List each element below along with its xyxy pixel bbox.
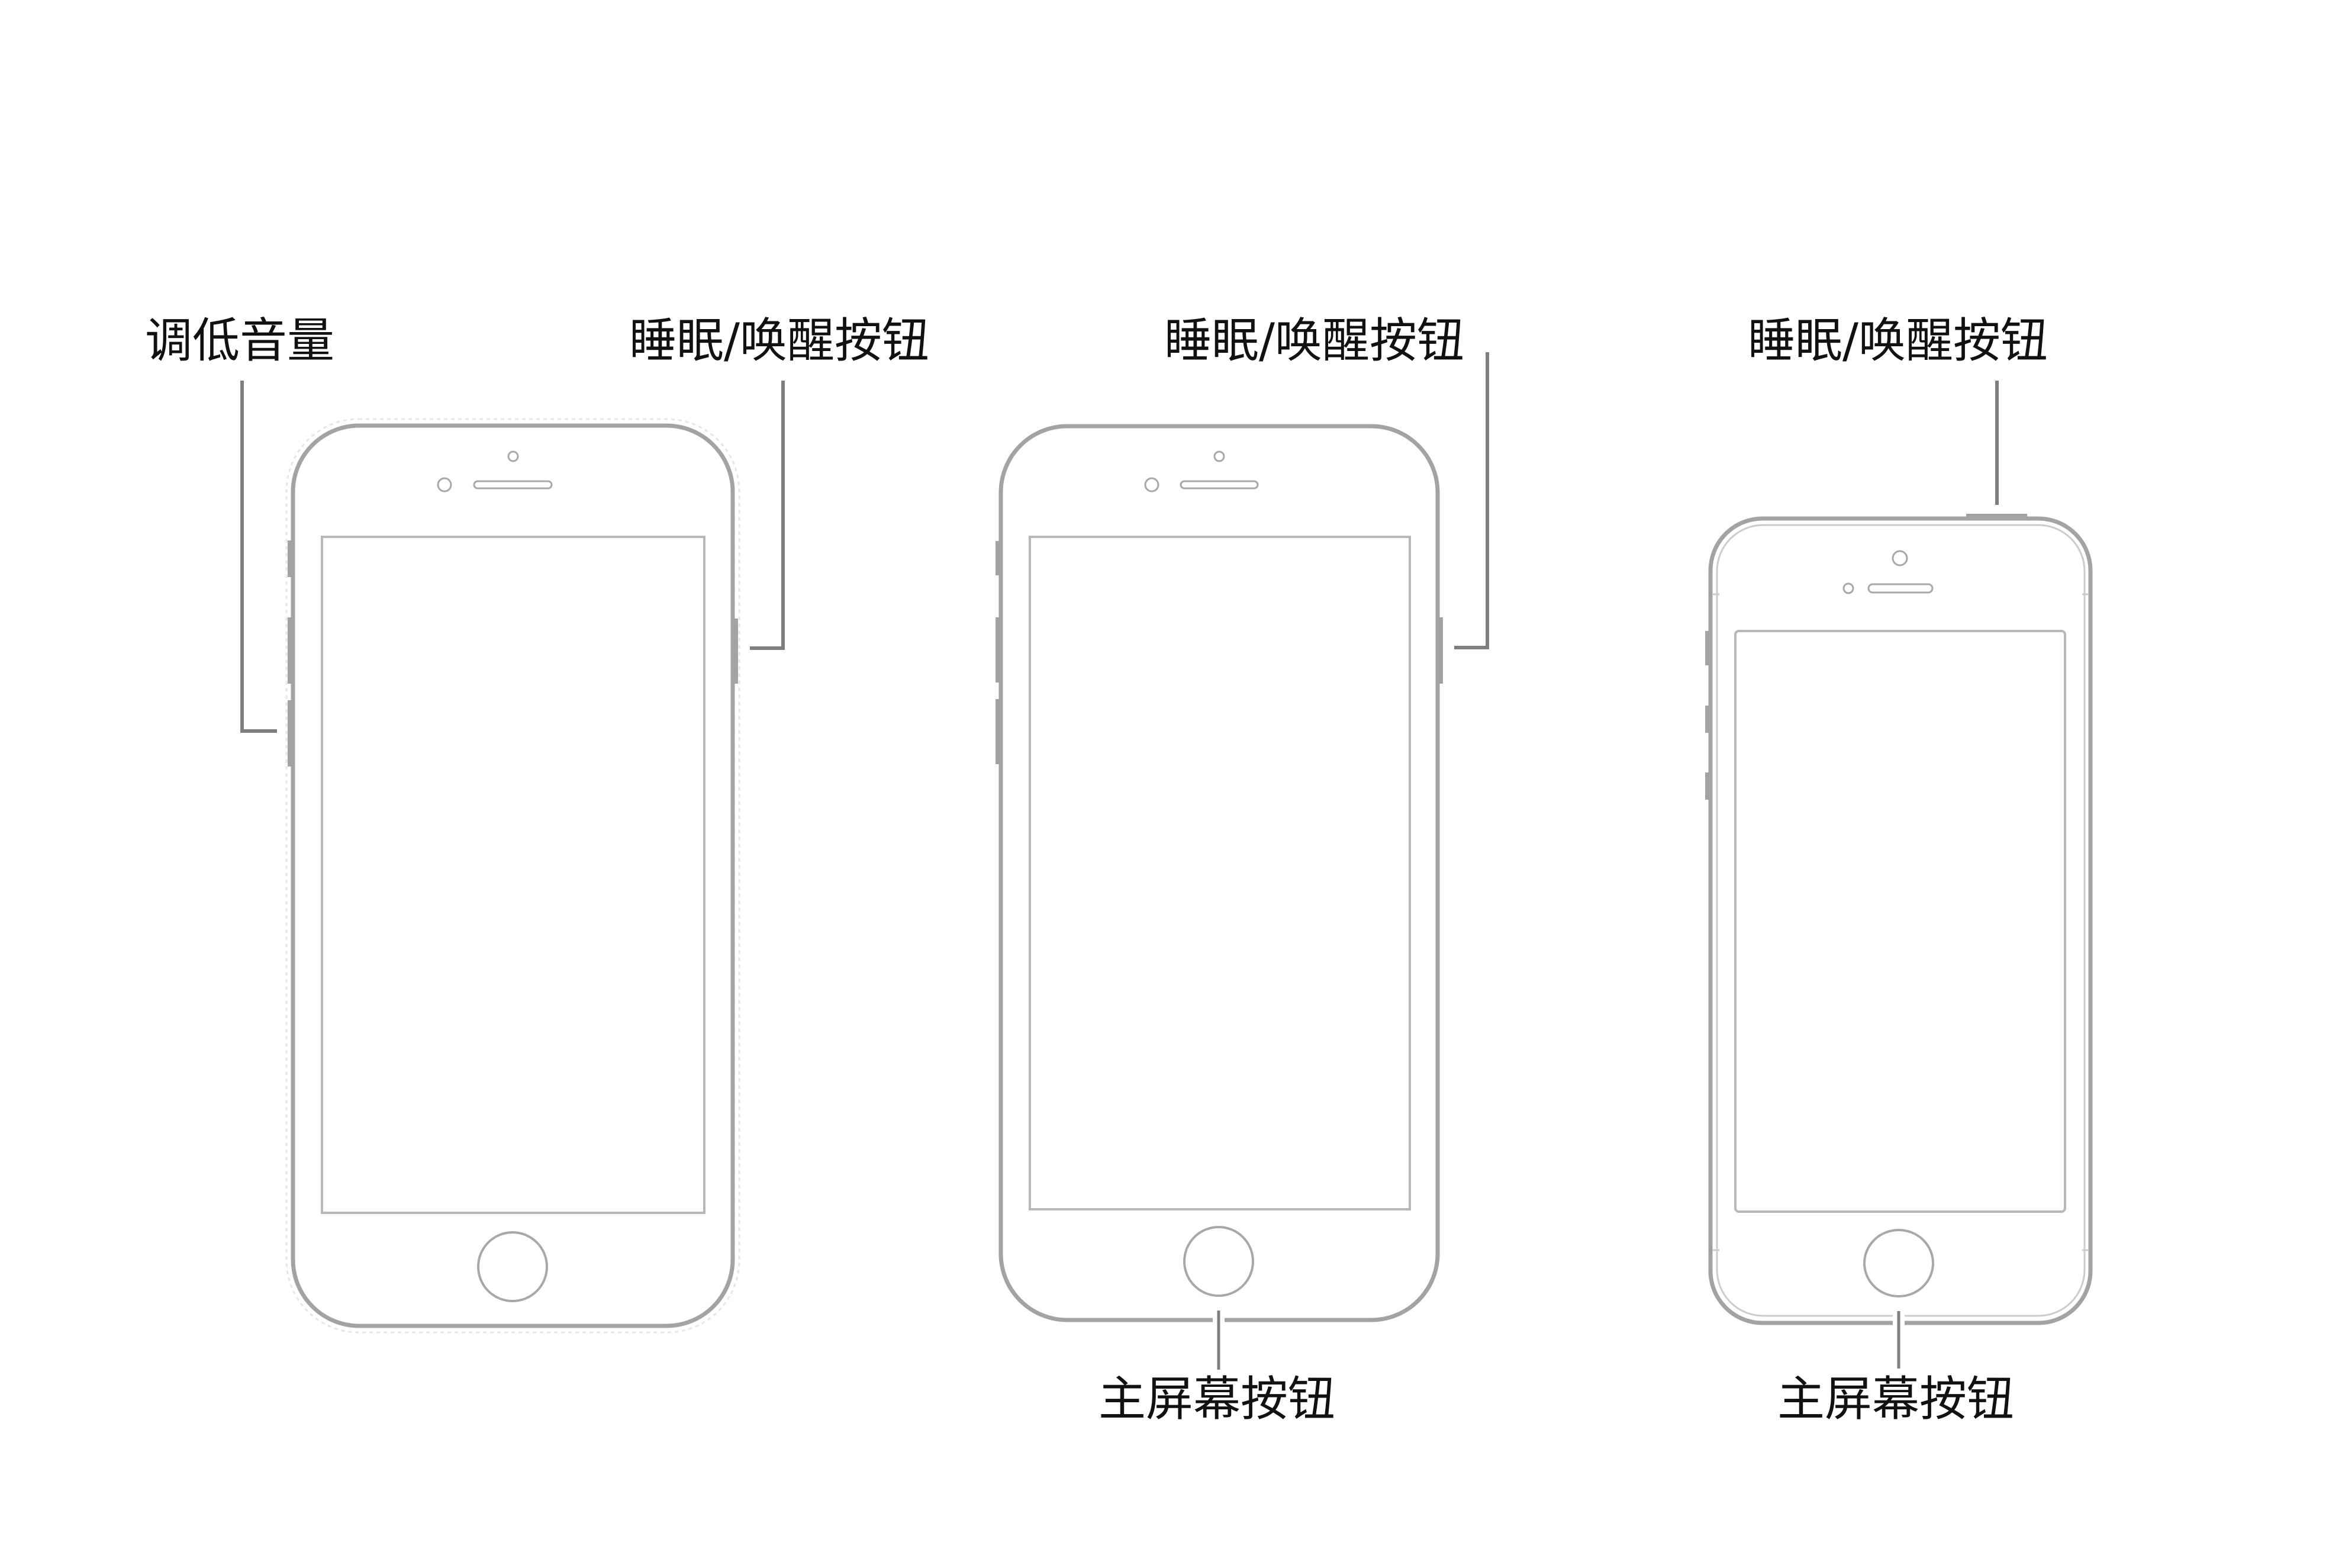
phone-3 — [1705, 514, 2093, 1325]
phone-1-faint-outline — [285, 418, 740, 1334]
phone-2 — [996, 424, 1443, 1322]
phone-1 — [285, 418, 740, 1334]
phone-1-earpiece-speaker — [473, 480, 553, 490]
phone-3-home-button — [1863, 1229, 1934, 1297]
phone-3-mute-switch — [1705, 631, 1710, 665]
phone-2-earpiece-speaker — [1180, 480, 1259, 490]
phone-2-screen — [1029, 536, 1411, 1210]
label-volume-down: 调低音量 — [145, 313, 334, 368]
phone-2-home-button — [1183, 1226, 1254, 1297]
label-phone-2-sleep-wake: 睡眠/唤醒按钮 — [1164, 313, 1464, 368]
phone-1-sleep-wake-leader-line — [750, 381, 785, 650]
phone-3-sensor-dot — [1842, 582, 1854, 594]
label-phone-3-sleep-wake: 睡眠/唤醒按钮 — [1748, 313, 2048, 368]
phone-1-mute-switch — [288, 540, 292, 577]
phone-2-mute-switch — [996, 541, 1000, 575]
label-phone-2-home-button: 主屏幕按钮 — [1098, 1371, 1335, 1427]
phone-1-screen — [321, 536, 706, 1214]
phone-1-sensor-dot — [507, 450, 519, 462]
phone-3-earpiece-speaker — [1867, 583, 1934, 594]
phone-2-sensor-dot — [1213, 450, 1225, 462]
phone-3-volume-up-button — [1705, 706, 1710, 733]
phone-2-sleep-wake-leader-line — [1454, 352, 1489, 649]
phone-1-home-button — [477, 1231, 548, 1302]
phone-3-front-camera — [1892, 550, 1908, 566]
phone-1-volume-up-button — [288, 617, 292, 684]
label-phone-1-sleep-wake: 睡眠/唤醒按钮 — [629, 313, 929, 368]
phone-1-front-camera — [437, 477, 452, 492]
label-phone-3-home-button: 主屏幕按钮 — [1777, 1371, 2014, 1427]
phone-1-volume-down-button — [288, 700, 292, 767]
phone-2-sleep-wake-button — [1438, 617, 1443, 684]
phone-3-screen — [1734, 630, 2066, 1213]
phone-2-volume-down-button — [996, 699, 1000, 764]
phone-3-volume-down-button — [1705, 772, 1710, 800]
phone-1-sleep-wake-button — [733, 619, 738, 684]
phone-2-front-camera — [1144, 477, 1159, 492]
phone-2-volume-up-button — [996, 617, 1000, 682]
phone-1-volume-down-leader-line — [240, 381, 277, 733]
